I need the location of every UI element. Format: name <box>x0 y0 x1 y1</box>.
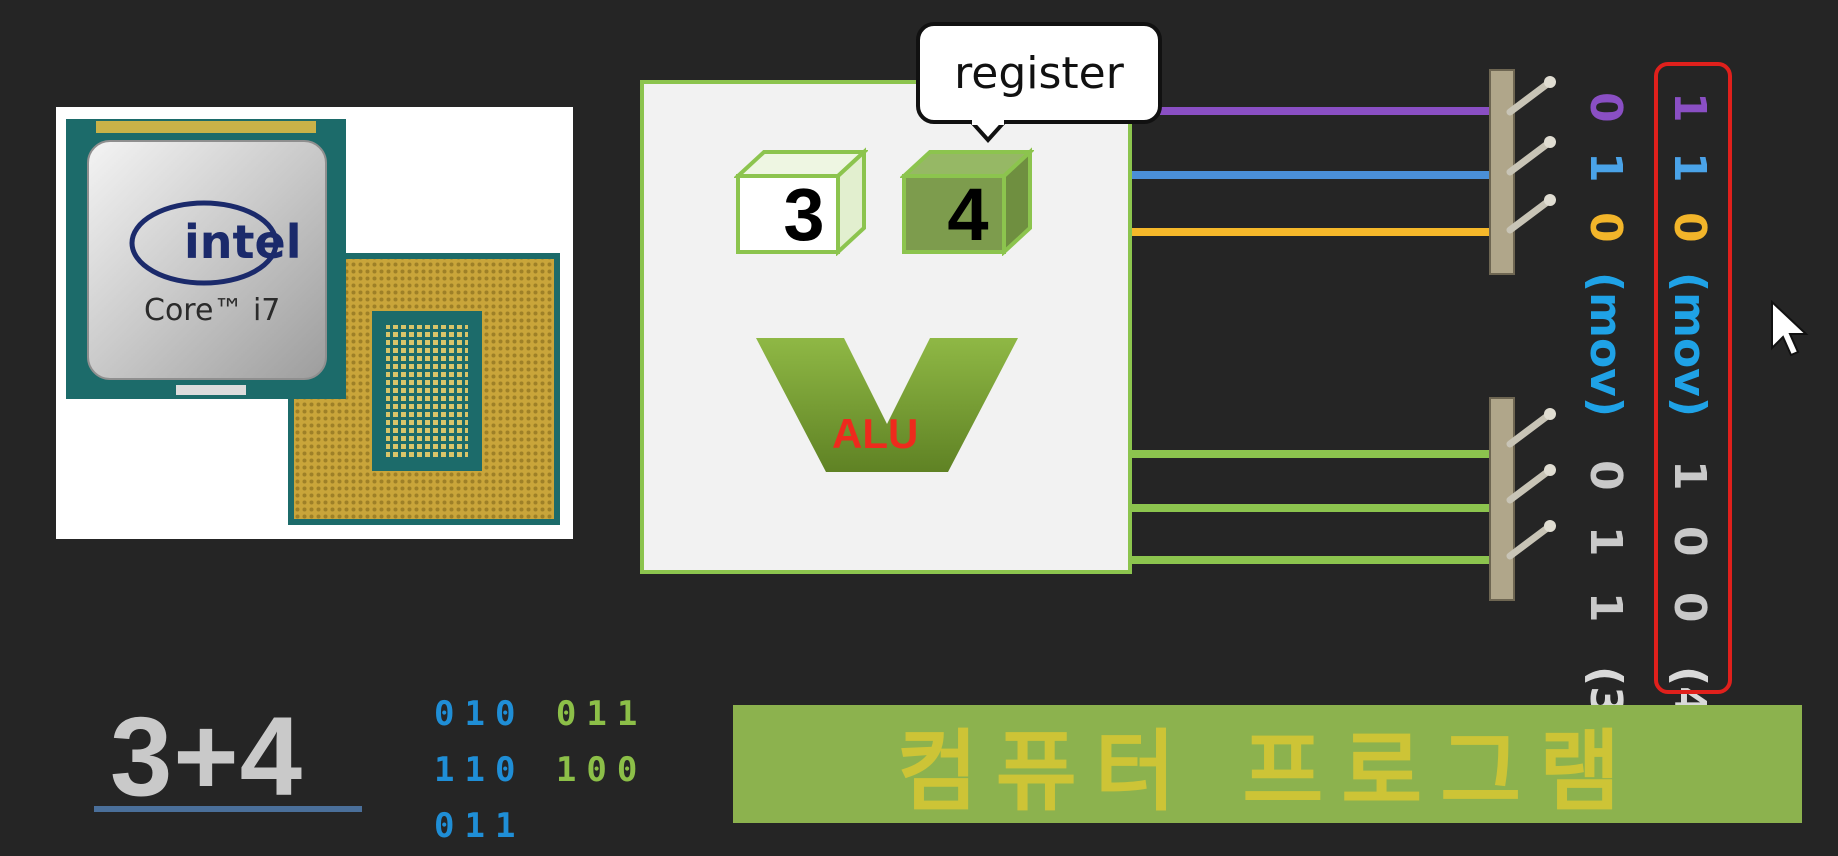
register-callout-label: register <box>954 47 1124 99</box>
equation-text: 3+4 <box>110 694 303 819</box>
register-value-3: 3 <box>783 173 825 256</box>
switch-panel-bottom <box>1489 397 1556 601</box>
binary-word-a: 010 <box>434 694 526 734</box>
binary-word-b: 011 <box>555 694 648 734</box>
opcode-bit-2: 1 <box>1664 151 1715 183</box>
cpu-model-label: Core™ i7 <box>144 293 281 328</box>
opcode-bit-3: 0 <box>1664 211 1715 243</box>
opcode-bit-1: 0 <box>1580 92 1631 123</box>
register-callout: register <box>916 22 1162 124</box>
opcode-label: (mov) <box>1580 271 1631 417</box>
opcode-bit-1: 1 <box>1664 92 1715 123</box>
binary-line-3: 011 <box>434 806 647 856</box>
switch-panel-top <box>1489 69 1556 275</box>
alu-shape <box>756 338 1018 472</box>
alu-label: ALU <box>832 410 919 457</box>
wire-green-1 <box>1132 450 1500 458</box>
opcode-label: (mov) <box>1664 271 1715 417</box>
cpu-photo: intel Core™ i7 <box>56 107 573 539</box>
wire-purple <box>1160 107 1500 115</box>
register-cube-3 <box>734 147 868 256</box>
binary-program: 010 011 110 100 011 <box>434 694 647 856</box>
wire-yellow <box>1132 228 1500 236</box>
wire-green-3 <box>1132 556 1500 564</box>
opcode-bit-3: 0 <box>1580 211 1631 243</box>
opcode-bit-2: 1 <box>1580 151 1631 183</box>
binary-word-a: 011 <box>434 806 526 846</box>
instruction-column-1: 0 1 0 (mov) 0 1 1 (3) <box>1580 92 1631 737</box>
wire-green-2 <box>1132 504 1500 512</box>
mouse-cursor-icon <box>1771 300 1809 357</box>
program-title: 컴퓨터 프로그램 <box>896 719 1639 823</box>
binary-line-2: 110 100 <box>434 750 647 806</box>
wire-blue <box>1132 171 1500 179</box>
operand-bits: 0 1 1 <box>1580 460 1631 633</box>
cpu-chip-image <box>66 119 560 525</box>
callout-pointer <box>968 120 1008 143</box>
binary-word-b: 100 <box>555 750 648 790</box>
equation-underline <box>94 806 362 812</box>
binary-line-1: 010 011 <box>434 694 647 750</box>
register-cube-4 <box>900 147 1034 256</box>
register-value-4: 4 <box>947 173 989 256</box>
program-banner: 컴퓨터 프로그램 <box>733 705 1802 823</box>
operand-bits: 1 0 0 <box>1664 460 1715 633</box>
processor-box: 3 4 ALU <box>640 80 1132 574</box>
highlight-box <box>1654 62 1732 694</box>
binary-word-a: 110 <box>434 750 526 790</box>
cpu-brand-label: intel <box>184 215 302 269</box>
